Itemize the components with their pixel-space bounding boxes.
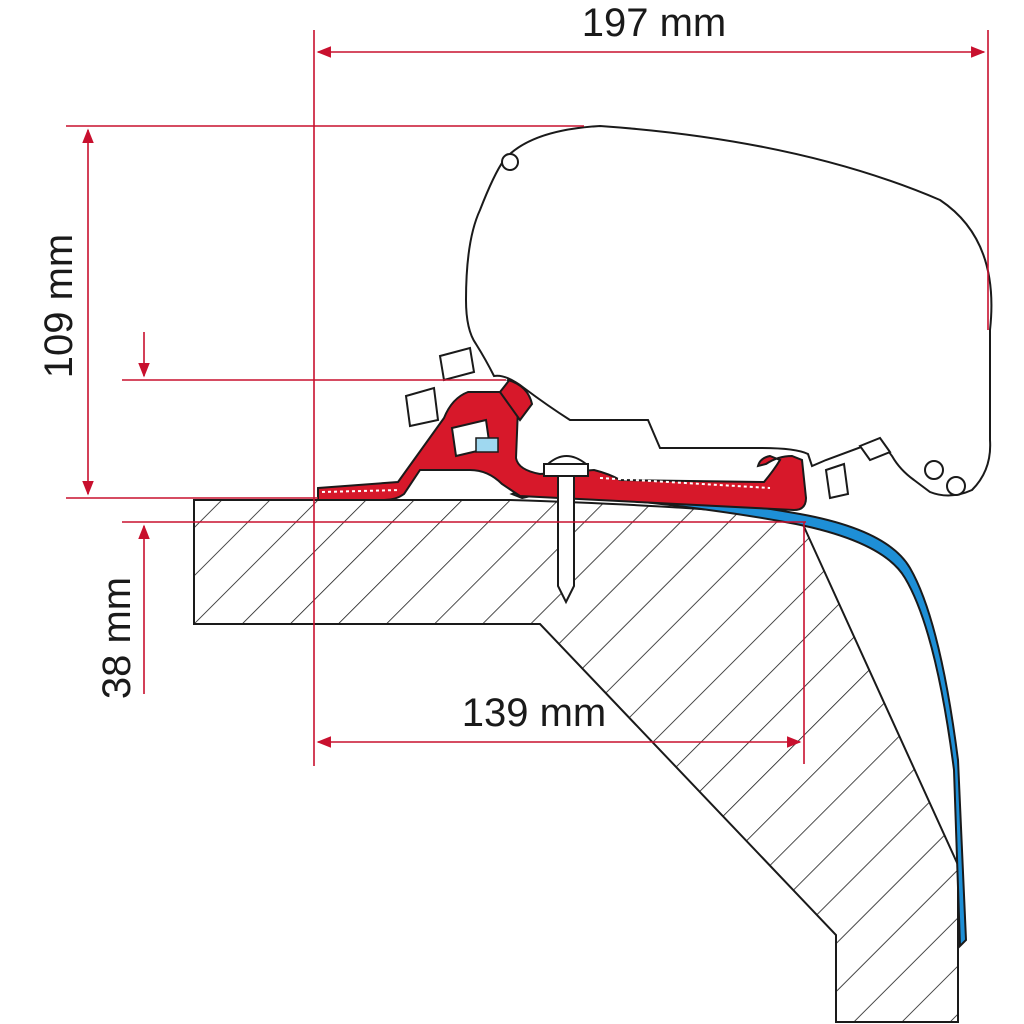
bolt-assembly — [404, 346, 499, 458]
dimension-lines — [66, 30, 989, 766]
label-total-width: 197 mm — [582, 1, 727, 45]
screw — [543, 455, 589, 605]
awning-cassette — [464, 124, 993, 500]
label-total-height: 109 mm — [37, 234, 81, 379]
roof-wall-section — [193, 499, 959, 1023]
label-rail-offset: 38 mm — [95, 577, 139, 699]
label-adapter-width: 139 mm — [462, 691, 607, 735]
